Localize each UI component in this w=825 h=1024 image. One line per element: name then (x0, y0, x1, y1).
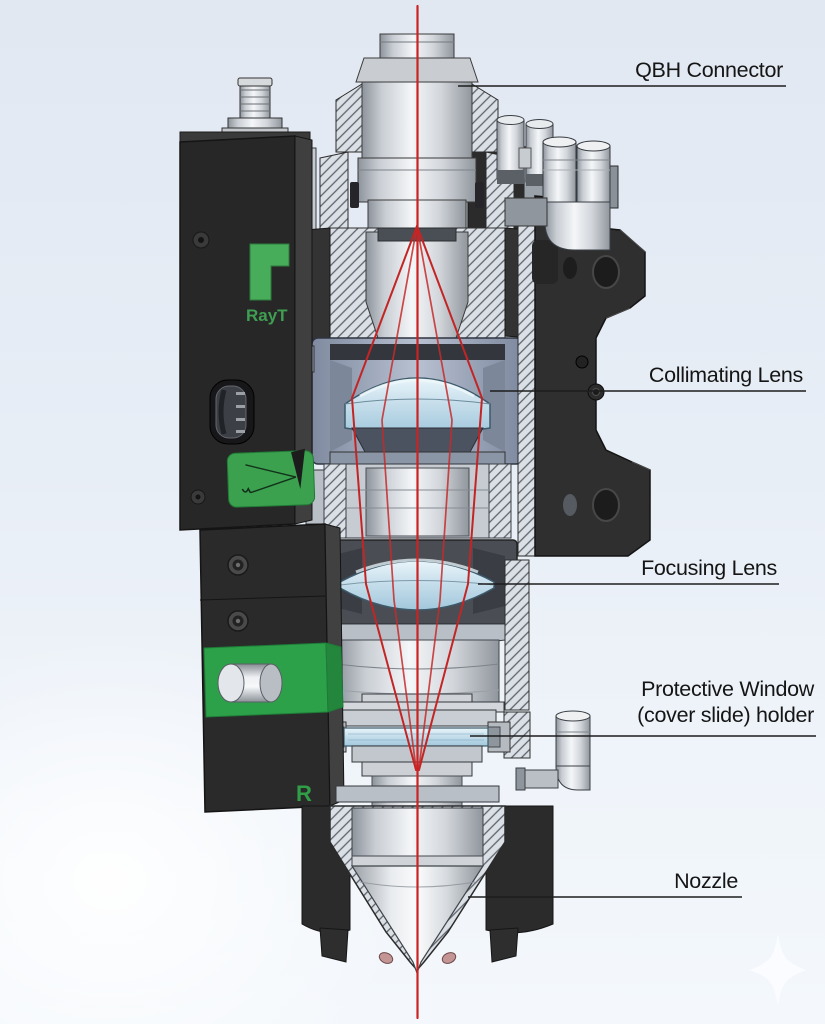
mounting-bracket (517, 195, 651, 557)
brand-logo (249, 243, 290, 301)
nozzle-assembly (301, 785, 554, 975)
label-nozzle: Nozzle (674, 869, 738, 893)
upper-housing (293, 227, 531, 351)
adjust-knob (217, 663, 283, 703)
leader-lines (458, 85, 816, 898)
sparkle-watermark-icon (750, 934, 806, 1006)
label-protective-window-line2: (cover slide) holder (637, 703, 814, 727)
pneumatic-fittings (496, 115, 611, 251)
air-fitting-lower (515, 710, 591, 791)
bolt-hole (592, 255, 620, 289)
laser-beam (350, 4, 484, 1020)
protective-window (343, 727, 489, 747)
beam-ray (381, 225, 418, 769)
brand-logo-text: RayT (246, 306, 288, 325)
connector-port (209, 379, 255, 445)
beam-ray (350, 225, 418, 771)
beam-ray (416, 225, 484, 771)
fiber-module: RayT R (179, 77, 345, 813)
collimating-lens-assembly (299, 337, 523, 471)
bolt-hole (592, 488, 620, 522)
label-collimating-lens: Collimating Lens (648, 363, 803, 387)
threaded-stud (221, 77, 289, 137)
brand-letter: R (296, 781, 312, 806)
label-protective-window-line1: Protective Window (641, 677, 814, 701)
label-qbh-connector: QBH Connector (635, 58, 783, 82)
label-protective-window: Protective Window (cover slide) holder (637, 676, 814, 728)
screw (575, 355, 589, 369)
label-focusing-lens: Focusing Lens (641, 556, 777, 580)
beam-ray (416, 225, 453, 769)
warning-sticker (226, 448, 316, 508)
